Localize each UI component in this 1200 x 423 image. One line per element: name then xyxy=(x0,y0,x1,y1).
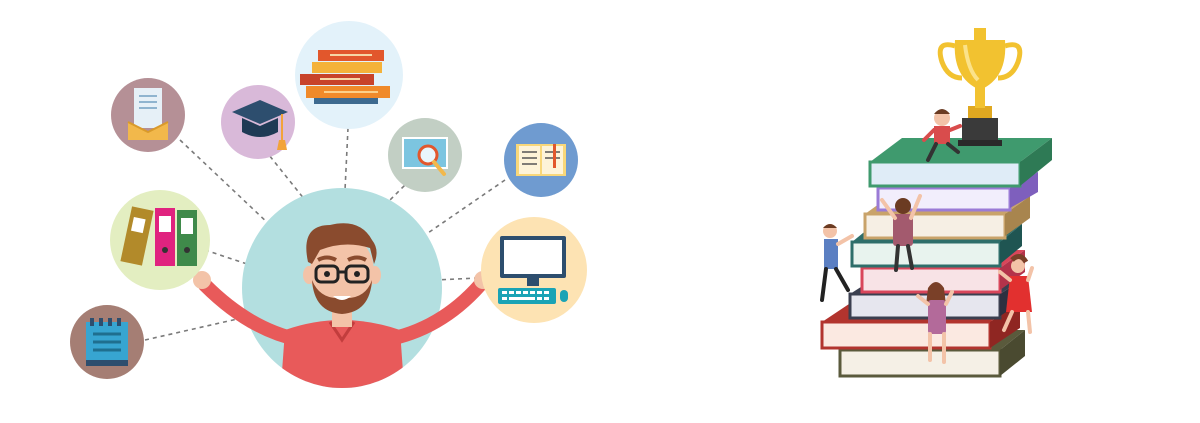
binders-icon xyxy=(110,190,210,290)
graduation-cap-icon xyxy=(221,85,295,159)
climber-top xyxy=(922,109,962,162)
climber-left xyxy=(820,224,854,302)
connector-lines xyxy=(144,127,506,341)
climber-right xyxy=(998,254,1034,334)
computer-icon xyxy=(481,217,587,323)
books-stack-icon xyxy=(295,21,403,129)
letter-icon xyxy=(111,78,185,152)
trophy-icon xyxy=(937,28,1023,146)
teacher-illustration xyxy=(70,21,587,388)
climber-bottom xyxy=(916,282,954,364)
book-stack-illustration xyxy=(820,28,1052,378)
notebook-icon xyxy=(70,305,144,379)
climber-middle xyxy=(880,194,922,272)
magnifier-screen-icon xyxy=(388,118,462,192)
teacher-figure xyxy=(280,223,405,388)
open-book-icon xyxy=(504,123,578,197)
